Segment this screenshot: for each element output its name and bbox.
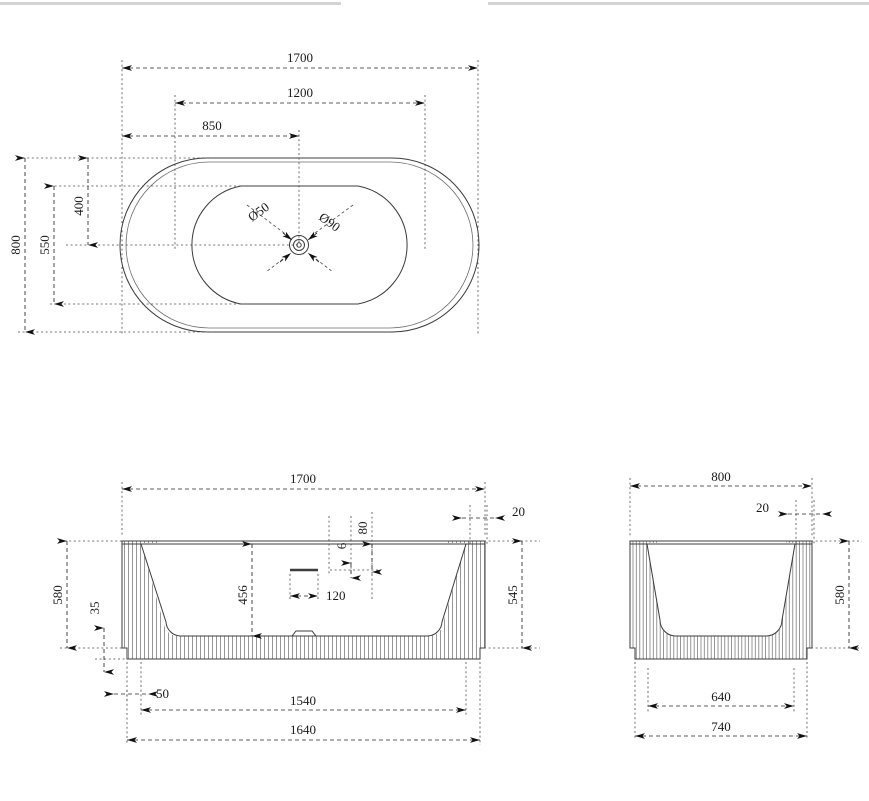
- dim-front-plinth-length: 1540: [141, 693, 466, 713]
- dim-top-drain-offset: 850: [122, 118, 299, 139]
- dim-front-inner-depth: 456: [235, 541, 262, 639]
- drain-assembly: [289, 235, 309, 255]
- dim-value-120: 120: [326, 588, 346, 603]
- front-elevation-view: 1700 20 80 6 456: [50, 471, 540, 745]
- dim-value-850: 850: [202, 118, 222, 133]
- page-border-left: [0, 2, 341, 5]
- side-basin-profile: [646, 543, 796, 637]
- dim-value-20-front: 20: [512, 504, 525, 519]
- dim-value-50: 50: [156, 686, 169, 701]
- dim-front-overflow-slot-height: 6: [334, 542, 361, 581]
- dim-top-inner-length: 1200: [175, 85, 425, 106]
- dim-value-1200: 1200: [287, 85, 313, 100]
- front-tub-outline: [121, 540, 486, 660]
- dim-waste-outlet: Ø50: [245, 199, 272, 224]
- dim-top-overall-length: 1700: [122, 50, 478, 71]
- dim-top-drain-offset-y: 400: [71, 155, 98, 248]
- dim-front-plinth-inset: 50: [104, 686, 169, 701]
- dim-value-35: 35: [87, 602, 102, 615]
- dim-side-base-width: 740: [635, 719, 807, 739]
- top-plan-view: Ø50 Ø90 1700: [8, 50, 480, 335]
- dim-value-800-side: 800: [711, 469, 731, 484]
- dim-front-overflow-slot-width: 120: [290, 588, 346, 603]
- dim-side-rim-thickness: 20: [756, 500, 832, 517]
- dim-value-456: 456: [235, 585, 250, 605]
- top-view-extension-lines: [121, 60, 479, 335]
- dim-value-550: 550: [37, 235, 52, 255]
- dim-value-1640: 1640: [290, 722, 316, 737]
- dim-side-plinth-width: 640: [648, 689, 794, 709]
- front-drain-recess: [291, 630, 317, 637]
- overflow-outlet-callout: Ø90: [307, 204, 354, 273]
- dim-side-overall-height: 580: [832, 538, 859, 651]
- dim-value-20-side: 20: [756, 500, 769, 515]
- dim-value-6: 6: [334, 542, 349, 549]
- dim-value-580-side: 580: [832, 585, 847, 605]
- dim-front-overflow-offset: 80: [355, 522, 382, 575]
- side-inner-cavity: [647, 543, 795, 636]
- dim-value-1700-front: 1700: [290, 471, 316, 486]
- dim-value-545: 545: [505, 585, 520, 605]
- tub-inner-basin-outline: [191, 185, 408, 305]
- top-view-horizontal-ext-lines: [18, 157, 299, 333]
- dim-top-inner-width: 550: [37, 183, 64, 307]
- tub-outer-outline: [119, 157, 480, 333]
- dim-overflow-outlet: Ø90: [316, 209, 343, 234]
- dim-front-rim-thickness: 20: [452, 504, 525, 521]
- dim-value-1540: 1540: [290, 693, 316, 708]
- side-tub-outline: [629, 540, 813, 660]
- dim-value-580-front: 580: [50, 585, 65, 605]
- dim-front-overall-height: 580: [50, 538, 77, 651]
- dim-value-80: 80: [355, 522, 370, 535]
- waste-outlet-callout: Ø50: [245, 199, 293, 273]
- dim-top-overall-width: 800: [8, 155, 35, 335]
- dim-side-overall-width: 800: [630, 469, 812, 489]
- front-inner-cavity: [141, 543, 466, 636]
- dim-value-740: 740: [711, 719, 731, 734]
- page-border-right: [488, 2, 869, 5]
- dim-value-1700-top: 1700: [287, 50, 313, 65]
- side-elevation-view: 800 20 580 640 740: [629, 469, 862, 740]
- front-view-extension-lines: [121, 482, 488, 745]
- front-basin-profile: [140, 543, 467, 637]
- dim-front-body-height: 545: [505, 538, 532, 651]
- dim-front-base-length: 1640: [127, 722, 480, 743]
- dim-value-800-top: 800: [8, 235, 23, 255]
- dim-value-400: 400: [71, 196, 86, 216]
- dim-front-overall-length: 1700: [122, 471, 485, 492]
- dim-value-640: 640: [711, 689, 731, 704]
- dim-front-plinth-height: 35: [87, 602, 114, 675]
